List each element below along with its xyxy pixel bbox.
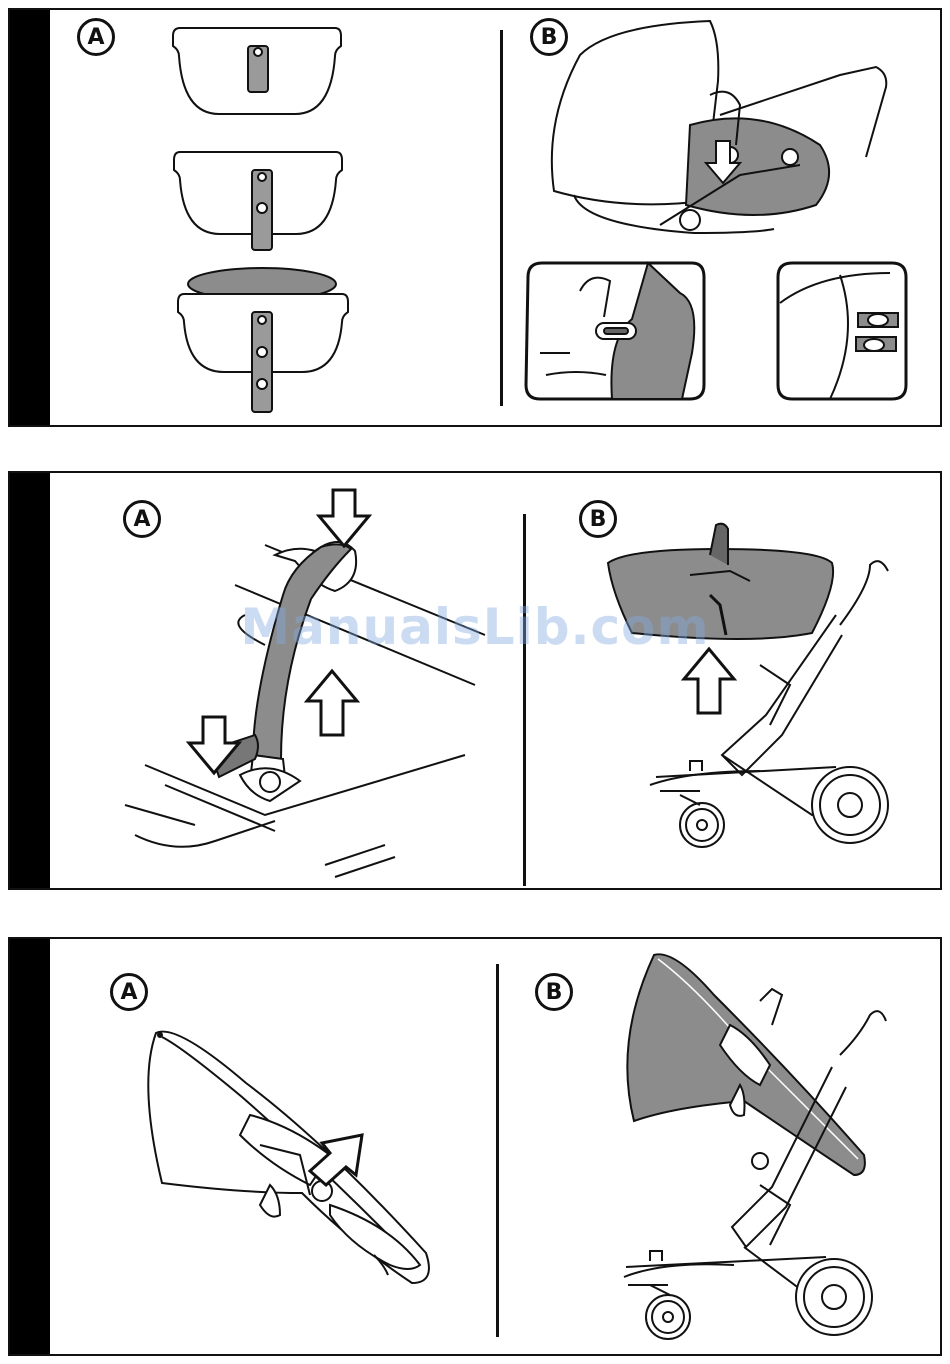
panel-side-bar [10,939,50,1354]
seat-mounted-illustration [610,945,900,1345]
panel-side-bar [10,473,50,888]
handle-removal-illustration [125,485,505,885]
panel-1-step-a-label: A [77,18,115,56]
panel-2-divider [523,514,526,886]
panel-1-divider [500,30,503,406]
carrycot-adaptor-illustration [170,22,350,422]
panel-3-divider [496,964,499,1337]
carrycot-lift-illustration [600,515,910,855]
seat-unit-illustration [150,1025,430,1285]
panel-side-bar [10,10,50,425]
carrycot-attach-illustration [540,15,930,415]
panel-3-step-b-label: B [535,973,573,1011]
panel-3-step-a-label: A [110,973,148,1011]
